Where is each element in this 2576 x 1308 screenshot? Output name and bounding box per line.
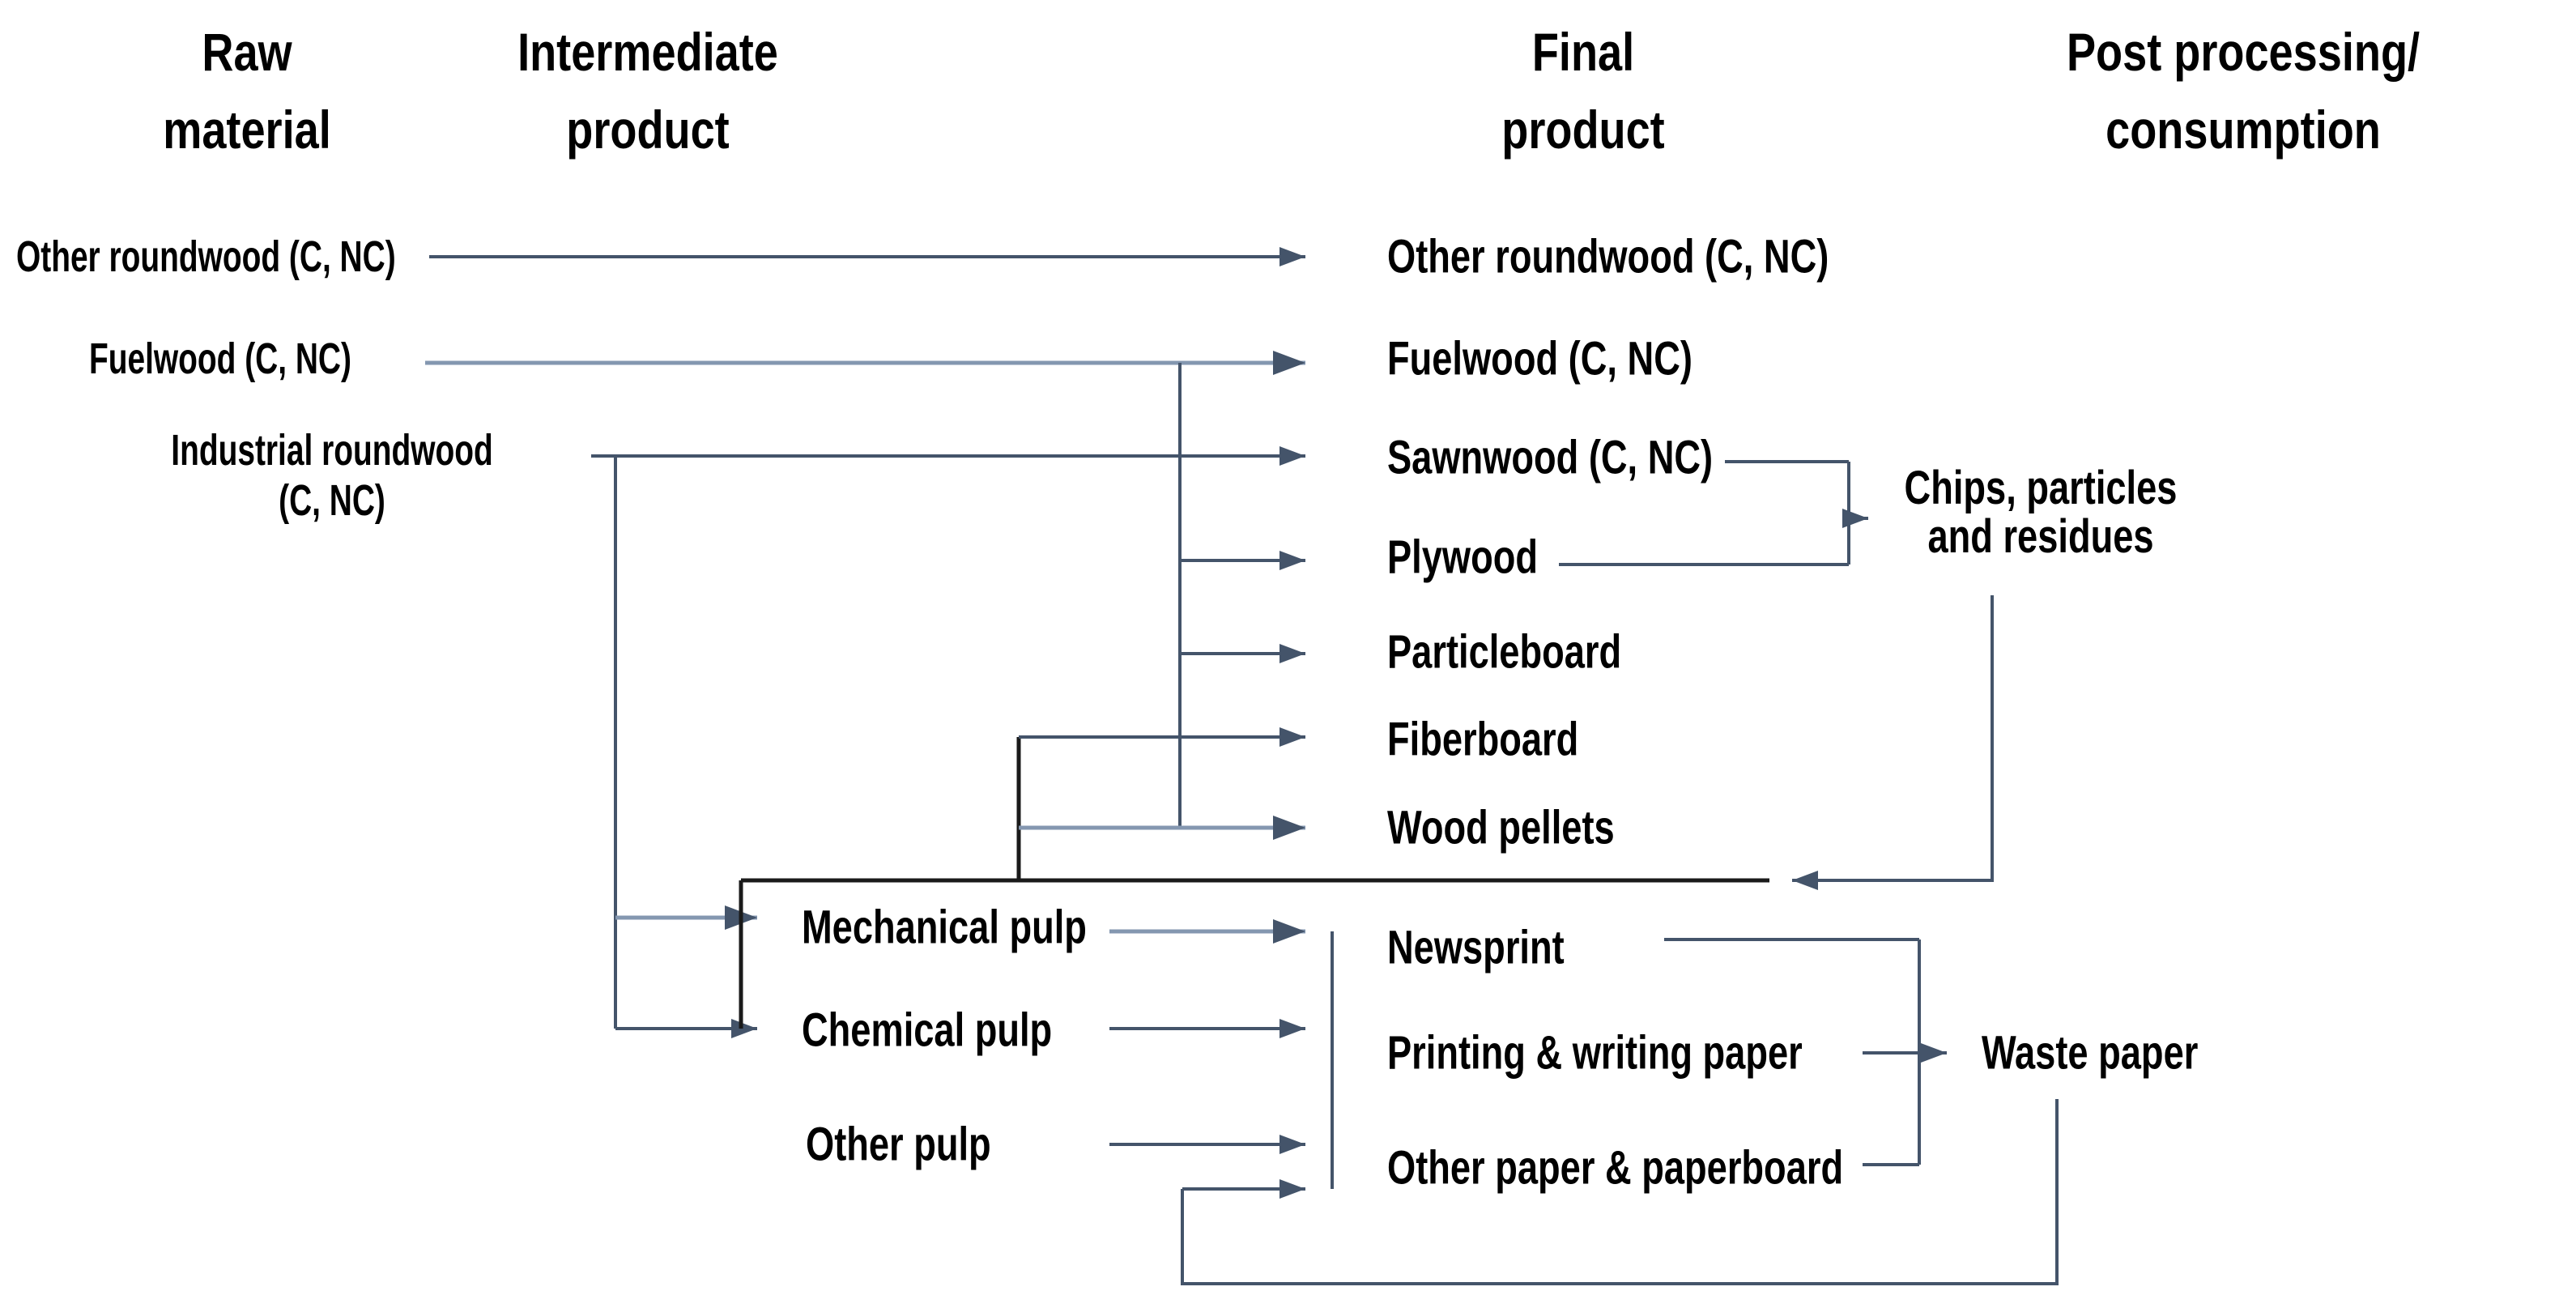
column-header-post-processing: Post processing/consumption — [2066, 22, 2421, 160]
node-final-newsprint: Newsprint — [1387, 921, 1565, 974]
node-final-wood-pellets: Wood pellets — [1387, 801, 1615, 854]
node-final-other-roundwood: Other roundwood (C, NC) — [1387, 230, 1829, 283]
edge-recycle-loop — [1181, 1099, 2059, 1285]
node-final-fuelwood: Fuelwood (C, NC) — [1387, 332, 1692, 386]
node-raw-fuelwood: Fuelwood (C, NC) — [89, 334, 351, 383]
node-post-waste-paper: Waste paper — [1982, 1026, 2199, 1080]
node-raw-industrial-roundwood: Industrial roundwood(C, NC) — [171, 426, 493, 525]
node-final-sawnwood: Sawnwood (C, NC) — [1387, 431, 1714, 484]
node-intermediate-mechanical-pulp: Mechanical pulp — [802, 901, 1087, 954]
node-final-printing-writing-paper: Printing & writing paper — [1387, 1026, 1803, 1080]
node-final-plywood: Plywood — [1387, 530, 1539, 584]
node-intermediate-chemical-pulp: Chemical pulp — [802, 1003, 1053, 1057]
edge-chips-return — [1792, 595, 1994, 890]
node-final-other-paper-paperboard: Other paper & paperboard — [1387, 1141, 1844, 1195]
node-intermediate-other-pulp: Other pulp — [806, 1118, 991, 1171]
node-final-particleboard: Particleboard — [1387, 625, 1622, 679]
node-final-fiberboard: Fiberboard — [1387, 713, 1579, 766]
node-raw-other-roundwood: Other roundwood (C, NC) — [16, 232, 396, 281]
